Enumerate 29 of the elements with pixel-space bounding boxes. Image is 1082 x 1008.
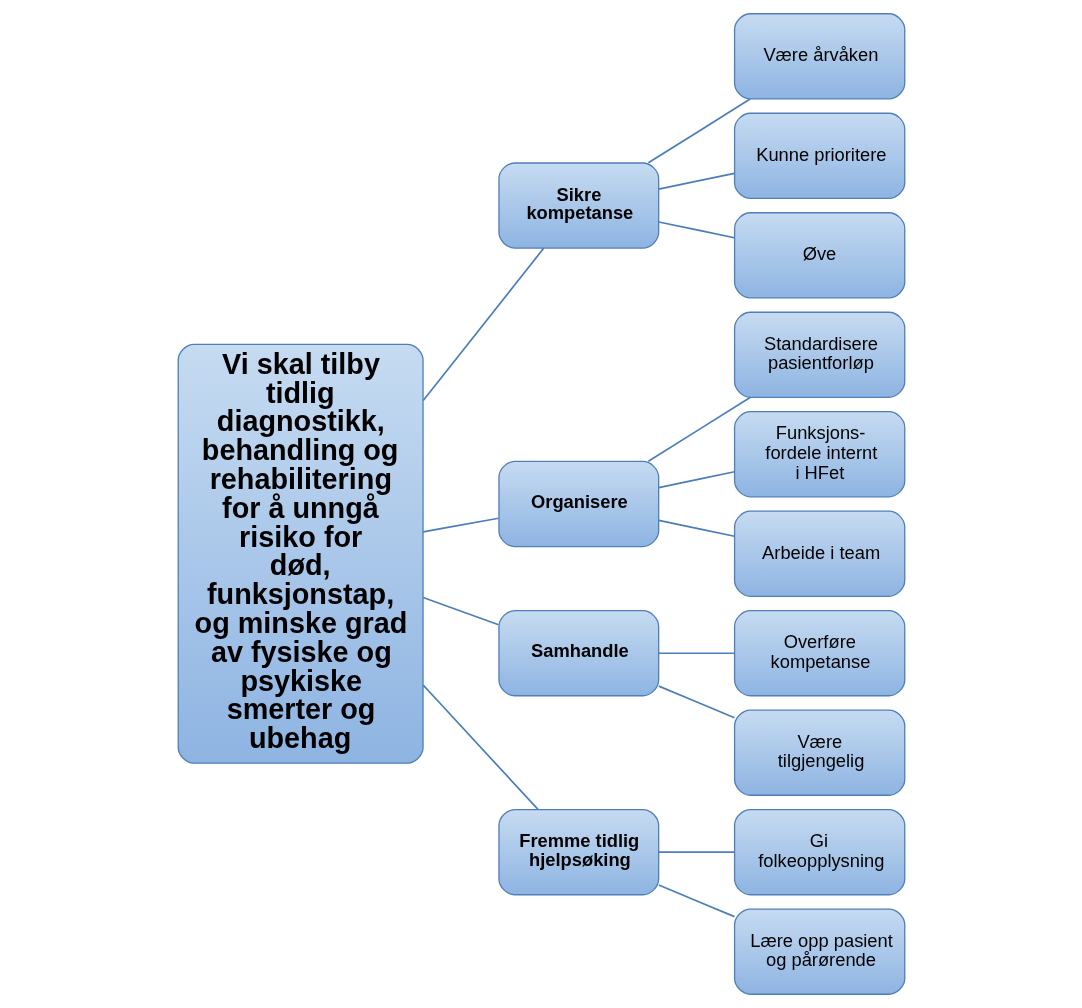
node-box: Sikre kompetanse <box>497 162 659 249</box>
connector <box>421 596 499 626</box>
node-box: Organisere <box>497 460 659 548</box>
node-box: Fremme tidlig hjelpsøking <box>497 809 659 896</box>
connector <box>657 221 735 239</box>
node-box: Samhandle <box>497 610 659 697</box>
connector <box>657 685 735 719</box>
node-box: Lære opp pasient og pårørende <box>733 908 905 995</box>
connector <box>647 98 751 164</box>
connector <box>657 470 735 489</box>
node-box: Standardisere pasientforløp <box>733 311 905 398</box>
node-box: Gi folkeopplysning <box>733 809 905 896</box>
connector <box>421 247 545 402</box>
connector <box>657 851 735 854</box>
connector <box>657 172 735 190</box>
connector <box>647 396 751 463</box>
node-box: Være årvåken <box>733 13 905 100</box>
node-box: Øve <box>733 212 905 299</box>
connector <box>657 884 735 918</box>
node-box: Kunne prioritere <box>733 112 905 199</box>
connector <box>657 519 735 538</box>
node-box: Vi skal tilby tidlig diagnostikk, behandling og rehabilitering for å unngå risiko for død, funksjonstap, og minske grad av fysiske og psykiske smerter og ubehag <box>177 343 424 764</box>
node-box: Overføre kompetanse <box>733 610 905 697</box>
connector <box>657 652 735 655</box>
node-box: Være tilgjengelig <box>733 709 905 796</box>
node-box: Arbeide i team <box>733 510 905 597</box>
node-box: Funksjons- fordele internt i HFet <box>733 411 905 498</box>
connector <box>421 684 539 811</box>
connector <box>421 517 499 533</box>
